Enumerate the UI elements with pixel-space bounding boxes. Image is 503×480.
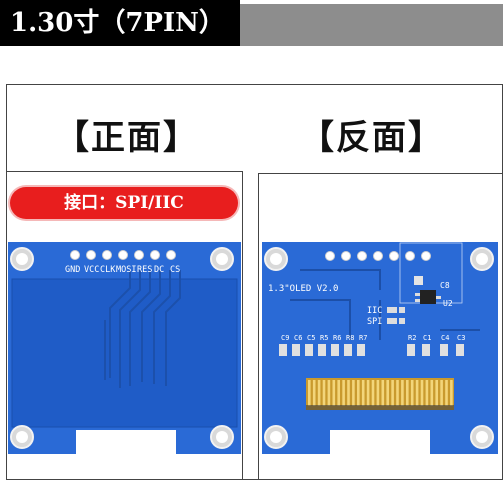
- fpc-finger: [352, 380, 355, 406]
- label-r5: R5: [320, 334, 328, 342]
- pin-label-clk: CLK: [100, 265, 116, 275]
- fpc-finger: [415, 380, 419, 406]
- fpc-finger: [396, 380, 399, 406]
- fpc-finger: [450, 380, 453, 406]
- fpc-finger: [386, 380, 389, 406]
- fpc-finger: [347, 380, 350, 406]
- banner-stripe: [240, 4, 503, 46]
- fpc-finger: [361, 380, 365, 406]
- fpc-finger: [317, 380, 321, 406]
- pin-label-vcc: VCC: [84, 265, 99, 275]
- iic-label: IIC: [367, 306, 382, 316]
- pin-label-cs: CS: [170, 265, 180, 275]
- fpc-finger: [342, 380, 345, 406]
- front-board: GND VCC CLK MOSI RES DC CS: [8, 242, 241, 454]
- fpc-finger: [391, 380, 394, 406]
- label-u2: U2: [443, 299, 453, 308]
- back-heading: 【反面】: [300, 118, 444, 158]
- fpc-connector: [308, 380, 453, 406]
- fpc-finger: [430, 380, 434, 406]
- fpc-finger: [410, 380, 414, 406]
- interface-badge: 接口：SPI/IIC: [10, 187, 238, 219]
- label-c5: C5: [307, 334, 315, 342]
- fpc-finger: [420, 380, 424, 406]
- back-board: C8 U2 1.3"OLED V2.0 IIC SPI C9 C6 C5 R5 …: [262, 242, 498, 454]
- label-c3: C3: [457, 334, 465, 342]
- fpc-finger: [322, 380, 326, 406]
- front-heading: 【正面】: [55, 118, 199, 158]
- fpc-finger: [337, 380, 340, 406]
- label-r8: R8: [346, 334, 354, 342]
- board-version-label: 1.3"OLED V2.0: [268, 284, 338, 294]
- label-r7: R7: [359, 334, 367, 342]
- fpc-finger: [327, 380, 331, 406]
- pin-label-dc: DC: [154, 265, 164, 275]
- banner-title: 1.30寸（7PIN）: [0, 0, 240, 46]
- label-r2: R2: [408, 334, 416, 342]
- svg-text:GND VCC CLK: GND VCC CLK MOSI RES DC CS: [65, 265, 180, 275]
- label-c4: C4: [441, 334, 449, 342]
- fpc-finger: [445, 380, 448, 406]
- pin-label-gnd: GND: [65, 265, 80, 275]
- fpc-finger: [376, 380, 380, 406]
- label-c1: C1: [423, 334, 431, 342]
- fpc-finger: [332, 380, 336, 406]
- fpc-finger: [401, 380, 404, 406]
- label-c9: C9: [281, 334, 289, 342]
- pin-label-mosi: MOSI: [116, 265, 136, 275]
- fpc-finger: [425, 380, 429, 406]
- fpc-finger: [312, 380, 316, 406]
- label-c8: C8: [440, 281, 450, 290]
- fpc-finger: [435, 380, 438, 406]
- fpc-finger: [371, 380, 375, 406]
- fpc-finger: [406, 380, 409, 406]
- spi-label: SPI: [367, 317, 382, 327]
- pin-label-res: RES: [137, 265, 152, 275]
- fpc-finger: [357, 380, 360, 406]
- label-c6: C6: [294, 334, 302, 342]
- label-r6: R6: [333, 334, 341, 342]
- fpc-finger: [308, 380, 311, 406]
- fpc-finger: [381, 380, 385, 406]
- fpc-finger: [440, 380, 443, 406]
- fpc-finger: [366, 380, 370, 406]
